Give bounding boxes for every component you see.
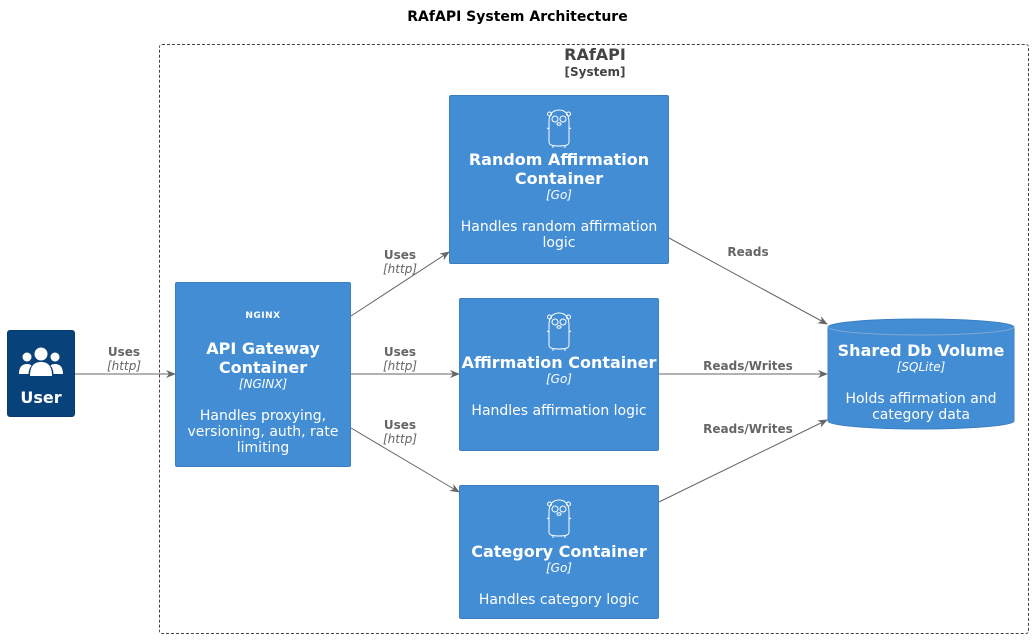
diagram-title: RAfAPI System Architecture: [407, 9, 628, 25]
edge-gateway-category: [350, 427, 460, 493]
shared-db-volume[interactable]: Shared Db Volume [SQLite] Holds affirmat…: [828, 341, 1014, 423]
container-desc: Handles category logic: [478, 592, 640, 608]
container-tech: [NGINX]: [238, 377, 288, 391]
category-container[interactable]: Category Container [Go] Handles category…: [459, 485, 659, 619]
container-tech: [Go]: [545, 561, 572, 575]
gopher-icon: [546, 312, 572, 351]
gopher-icon: [546, 499, 572, 538]
database-name: Shared Db Volume: [837, 341, 1005, 360]
container-desc: Handles proxying, versioning, auth, rate…: [187, 408, 339, 456]
rel-affirmation-db: Reads/Writes: [703, 359, 793, 373]
random-affirmation-container[interactable]: Random Affirmation Container [Go] Handle…: [449, 95, 669, 264]
boundary-name: RAfAPI: [564, 45, 626, 64]
edge-random-db: [668, 237, 828, 325]
system-boundary: [159, 44, 1029, 634]
database-cylinder: [827, 318, 1015, 430]
container-desc: Handles random affirmation logic: [460, 219, 658, 251]
rel-gateway-category: Uses [http]: [383, 418, 417, 446]
boundary-type: [System]: [564, 65, 626, 79]
rel-category-db: Reads/Writes: [703, 422, 793, 436]
rel-gateway-affirmation: Uses [http]: [383, 345, 417, 373]
container-desc: Handles affirmation logic: [471, 403, 647, 419]
edge-category-db: [658, 419, 828, 503]
rel-gateway-random: Uses [http]: [383, 248, 417, 276]
container-name: Random Affirmation Container: [468, 150, 650, 188]
rel-user-gateway: Uses [http]: [107, 345, 141, 373]
api-gateway-container[interactable]: NGINX API Gateway Container [NGINX] Hand…: [175, 282, 351, 467]
container-name: Category Container: [471, 542, 647, 561]
user-person[interactable]: User: [7, 330, 75, 417]
edge-gateway-random: [350, 251, 450, 317]
database-tech: [SQLite]: [896, 360, 946, 374]
nginx-icon: NGINX: [245, 311, 281, 321]
gopher-icon: [546, 109, 572, 148]
rel-random-db: Reads: [727, 245, 769, 259]
person-name: User: [20, 388, 62, 407]
container-tech: [Go]: [545, 372, 572, 386]
container-name: API Gateway Container: [206, 339, 320, 377]
container-tech: [Go]: [545, 188, 572, 202]
affirmation-container[interactable]: Affirmation Container [Go] Handles affir…: [459, 298, 659, 451]
container-name: Affirmation Container: [461, 353, 657, 372]
database-desc: Holds affirmation and category data: [845, 391, 997, 423]
users-icon: [19, 347, 63, 376]
